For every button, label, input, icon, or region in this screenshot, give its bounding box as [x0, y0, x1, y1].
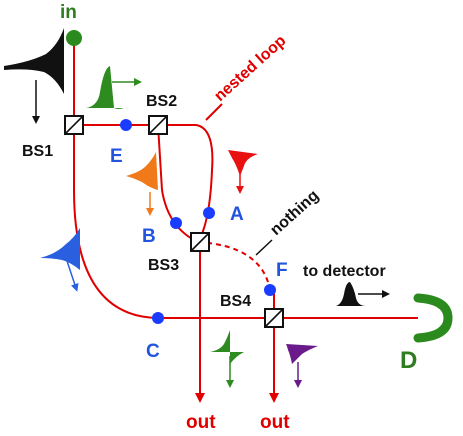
label-out-right: out: [260, 412, 290, 433]
nested-loop-pointer: [205, 103, 223, 121]
beam-splitter-bs2: [148, 115, 168, 135]
label-to-detector: to detector: [303, 263, 386, 280]
point-a: [203, 207, 215, 219]
beam-splitter-bs4: [264, 308, 284, 328]
label-bs1: BS1: [22, 143, 53, 160]
point-c: [152, 312, 164, 324]
source-icon: [66, 30, 82, 46]
path-points: [120, 119, 276, 324]
point-b: [170, 217, 182, 229]
optical-paths: [73, 40, 418, 403]
pulse-green-top: [86, 66, 142, 109]
pulse-purple: [286, 344, 318, 388]
label-a: A: [230, 204, 244, 225]
nothing-pointer: [255, 239, 273, 256]
point-e: [120, 119, 132, 131]
label-out-left: out: [186, 412, 216, 433]
pulse-orange: [126, 152, 158, 216]
pulse-green-bottom: [210, 330, 244, 388]
label-nested-loop: nested loop: [211, 32, 289, 105]
label-nothing: nothing: [267, 187, 322, 239]
label-bs2: BS2: [146, 93, 177, 110]
beam-splitter-bs1: [64, 115, 84, 135]
point-f: [264, 284, 276, 296]
pulse-red: [228, 150, 258, 194]
beam-splitter-bs3: [190, 232, 210, 252]
label-in: in: [60, 2, 77, 23]
path-bs3-f-dashed: [197, 241, 271, 291]
detector-icon: [413, 293, 453, 343]
label-d: D: [400, 347, 417, 374]
label-b: B: [142, 226, 156, 247]
label-e: E: [110, 146, 123, 167]
pulse-blue: [40, 228, 80, 292]
label-c: C: [146, 341, 160, 362]
label-bs4: BS4: [220, 293, 251, 310]
label-bs3: BS3: [148, 257, 179, 274]
label-f: F: [276, 260, 288, 281]
path-bs2-a-bs3: [158, 124, 214, 243]
pulse-input-black: [4, 28, 64, 124]
pulse-black-detector: [336, 282, 390, 306]
